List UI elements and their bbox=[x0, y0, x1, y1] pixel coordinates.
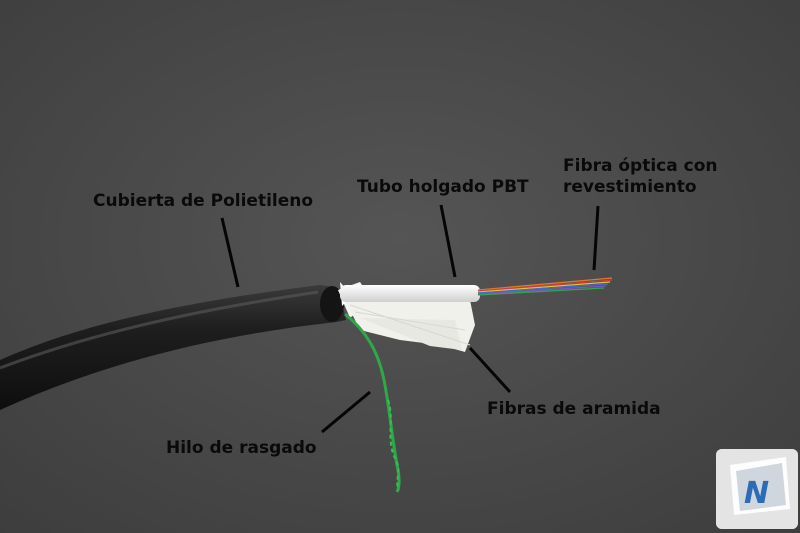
label-fibra-line2: revestimiento bbox=[563, 177, 697, 197]
label-tubo: Tubo holgado PBT bbox=[357, 177, 529, 197]
jacket-highlight bbox=[0, 290, 319, 370]
rip-cord bbox=[344, 312, 401, 493]
optical-fibers bbox=[477, 277, 613, 296]
cable-end-face bbox=[320, 286, 344, 322]
n-logo-icon: N bbox=[716, 449, 798, 529]
loose-tube bbox=[340, 285, 480, 302]
rip-cord-twist bbox=[387, 399, 400, 491]
label-fibra: Fibra óptica con revestimiento bbox=[563, 156, 718, 198]
svg-text:N: N bbox=[744, 476, 769, 511]
label-cubierta: Cubierta de Polietileno bbox=[93, 191, 314, 211]
label-fibra-line1: Fibra óptica con bbox=[563, 156, 718, 176]
leader-lines bbox=[220, 204, 600, 434]
label-aramida: Fibras de aramida bbox=[487, 399, 661, 419]
cable-jacket bbox=[0, 285, 346, 410]
label-hilo: Hilo de rasgado bbox=[166, 438, 317, 458]
